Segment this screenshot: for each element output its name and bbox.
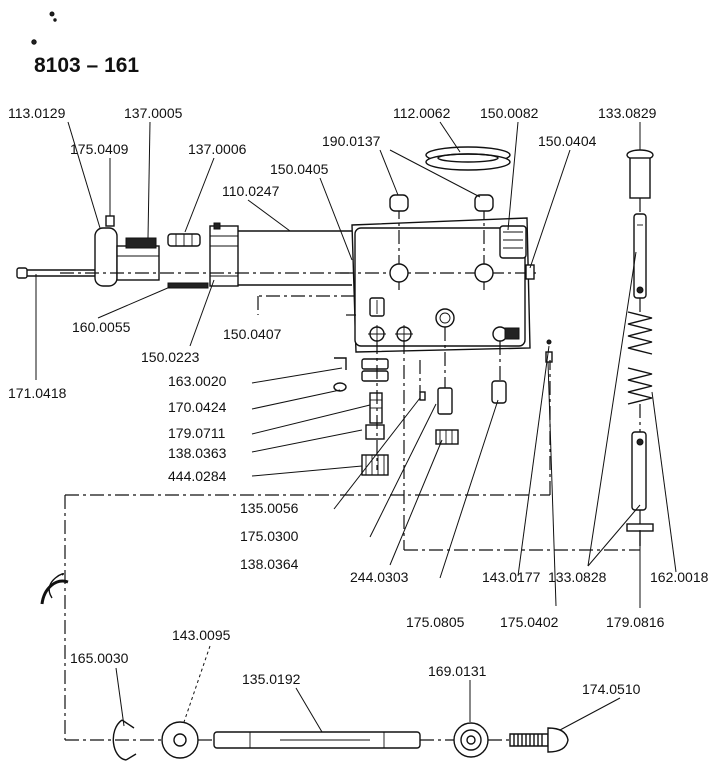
label-138-0363: 138.0363 xyxy=(168,445,227,461)
label-135-0056: 135.0056 xyxy=(240,500,299,516)
pulley xyxy=(425,146,511,171)
label-444-0284: 444.0284 xyxy=(168,468,227,484)
small-parts xyxy=(333,357,507,476)
label-113-0129: 113.0129 xyxy=(8,105,66,121)
scan-specks xyxy=(31,11,57,45)
label-171-0418: 171.0418 xyxy=(8,385,67,401)
label-190-0137: 190.0137 xyxy=(322,133,381,149)
label-174-0510: 174.0510 xyxy=(582,681,641,697)
label-179-0816: 179.0816 xyxy=(606,614,665,630)
label-165-0030: 165.0030 xyxy=(70,650,129,666)
label-150-0082: 150.0082 xyxy=(480,105,539,121)
label-137-0006: 137.0006 xyxy=(188,141,247,157)
label-135-0192: 135.0192 xyxy=(242,671,301,687)
label-150-0404: 150.0404 xyxy=(538,133,597,149)
label-110-0247: 110.0247 xyxy=(222,183,280,199)
label-244-0303: 244.0303 xyxy=(350,569,409,585)
label-175-0300: 175.0300 xyxy=(240,528,299,544)
label-175-0805: 175.0805 xyxy=(406,614,465,630)
main-housing xyxy=(340,205,553,363)
label-133-0828: 133.0828 xyxy=(548,569,607,585)
label-143-0177: 143.0177 xyxy=(482,569,541,585)
label-179-0711: 179.0711 xyxy=(168,425,226,441)
label-137-0005: 137.0005 xyxy=(124,105,183,121)
label-138-0364: 138.0364 xyxy=(240,556,299,572)
label-175-0402: 175.0402 xyxy=(500,614,559,630)
top-screws xyxy=(389,194,494,212)
label-163-0020: 163.0020 xyxy=(168,373,227,389)
bottom-parts xyxy=(40,573,569,761)
drawing-number: 8103 – 161 xyxy=(34,54,139,77)
label-150-0223: 150.0223 xyxy=(141,349,200,365)
leader-lines xyxy=(35,121,677,733)
label-112-0062: 112.0062 xyxy=(393,105,451,121)
part-labels: 113.0129 137.0005 175.0409 137.0006 110.… xyxy=(8,105,709,697)
label-133-0829: 133.0829 xyxy=(598,105,657,121)
label-150-0405: 150.0405 xyxy=(270,161,329,177)
label-160-0055: 160.0055 xyxy=(72,319,131,335)
label-143-0095: 143.0095 xyxy=(172,627,231,643)
label-170-0424: 170.0424 xyxy=(168,399,227,415)
right-plunger-stack xyxy=(626,149,654,546)
left-shaft-assembly xyxy=(16,215,352,289)
label-150-0407: 150.0407 xyxy=(223,326,282,342)
label-175-0409: 175.0409 xyxy=(70,141,129,157)
label-169-0131: 169.0131 xyxy=(428,663,487,679)
label-162-0018: 162.0018 xyxy=(650,569,709,585)
